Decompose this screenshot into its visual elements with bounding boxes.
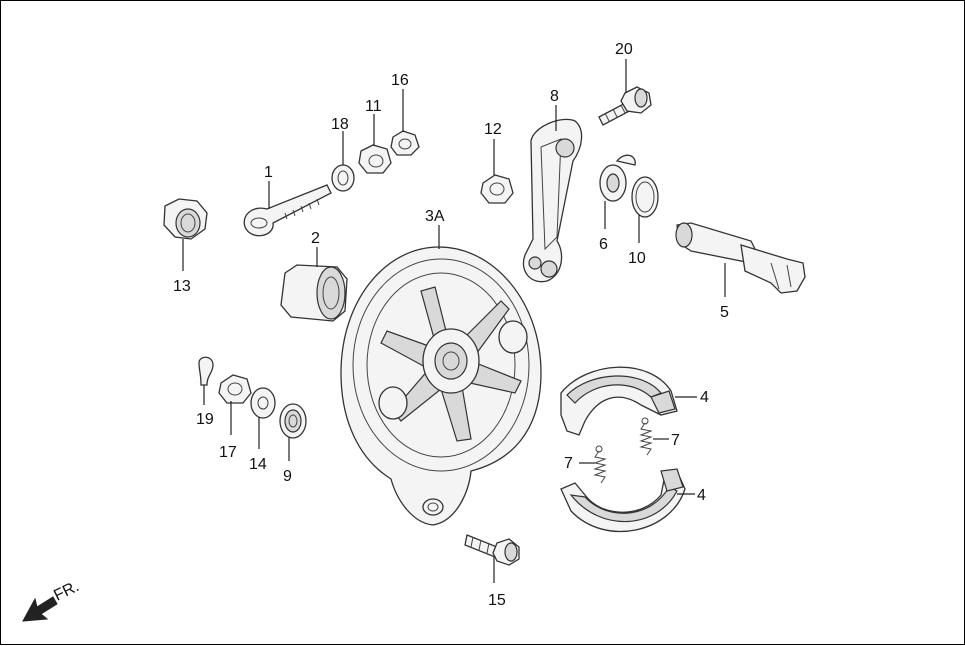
- callout-20: 20: [615, 41, 633, 58]
- direction-label: FR.: [51, 578, 82, 605]
- callout-13: 13: [173, 278, 191, 295]
- callout-8: 8: [550, 88, 559, 105]
- part-15-bolt: [464, 534, 520, 566]
- front-direction-arrow-icon: [22, 596, 58, 622]
- callout-5: 5: [720, 304, 729, 321]
- part-2-collar: [280, 264, 348, 322]
- callout-15: 15: [488, 592, 506, 609]
- callout-11: 11: [365, 98, 382, 115]
- callout-10: 10: [628, 250, 646, 267]
- part-13-flange-nut: [163, 198, 208, 240]
- part-4-brake-shoe-upper: [560, 366, 678, 436]
- part-12-flange-nut: [480, 174, 514, 204]
- part-4-brake-shoe-lower: [560, 468, 686, 533]
- part-18-washer: [331, 164, 355, 192]
- callout-7-right: 7: [671, 432, 680, 449]
- callout-17: 17: [219, 444, 237, 461]
- part-7-spring-right: [639, 417, 653, 456]
- callout-3a: 3A: [425, 208, 445, 225]
- part-8-brake-arm: [522, 118, 583, 283]
- callout-12: 12: [484, 121, 502, 138]
- callout-18: 18: [331, 116, 349, 133]
- part-5-brake-cam: [675, 222, 806, 294]
- part-3a-brake-panel: [340, 246, 542, 526]
- part-14-washer: [250, 387, 276, 419]
- part-10-o-ring: [631, 176, 659, 218]
- part-1-adjusting-bolt: [243, 184, 332, 237]
- part-19-cotter-pin: [198, 356, 214, 386]
- callout-2: 2: [311, 230, 320, 247]
- callout-4-upper: 4: [700, 389, 709, 406]
- part-6-wear-indicator: [599, 154, 636, 202]
- part-7-spring-left: [593, 445, 607, 484]
- callout-19: 19: [196, 411, 214, 428]
- part-11-nut: [358, 144, 392, 174]
- callout-7-left: 7: [564, 455, 573, 472]
- part-17-castle-nut: [218, 374, 252, 404]
- part-20-bolt: [598, 86, 652, 126]
- part-16-nut: [390, 130, 420, 156]
- callout-6: 6: [599, 236, 608, 253]
- callout-9: 9: [283, 468, 292, 485]
- callout-4-lower: 4: [697, 487, 706, 504]
- callout-1: 1: [264, 164, 273, 181]
- callout-14: 14: [249, 456, 267, 473]
- part-9-dust-seal: [279, 403, 307, 439]
- callout-16: 16: [391, 72, 409, 89]
